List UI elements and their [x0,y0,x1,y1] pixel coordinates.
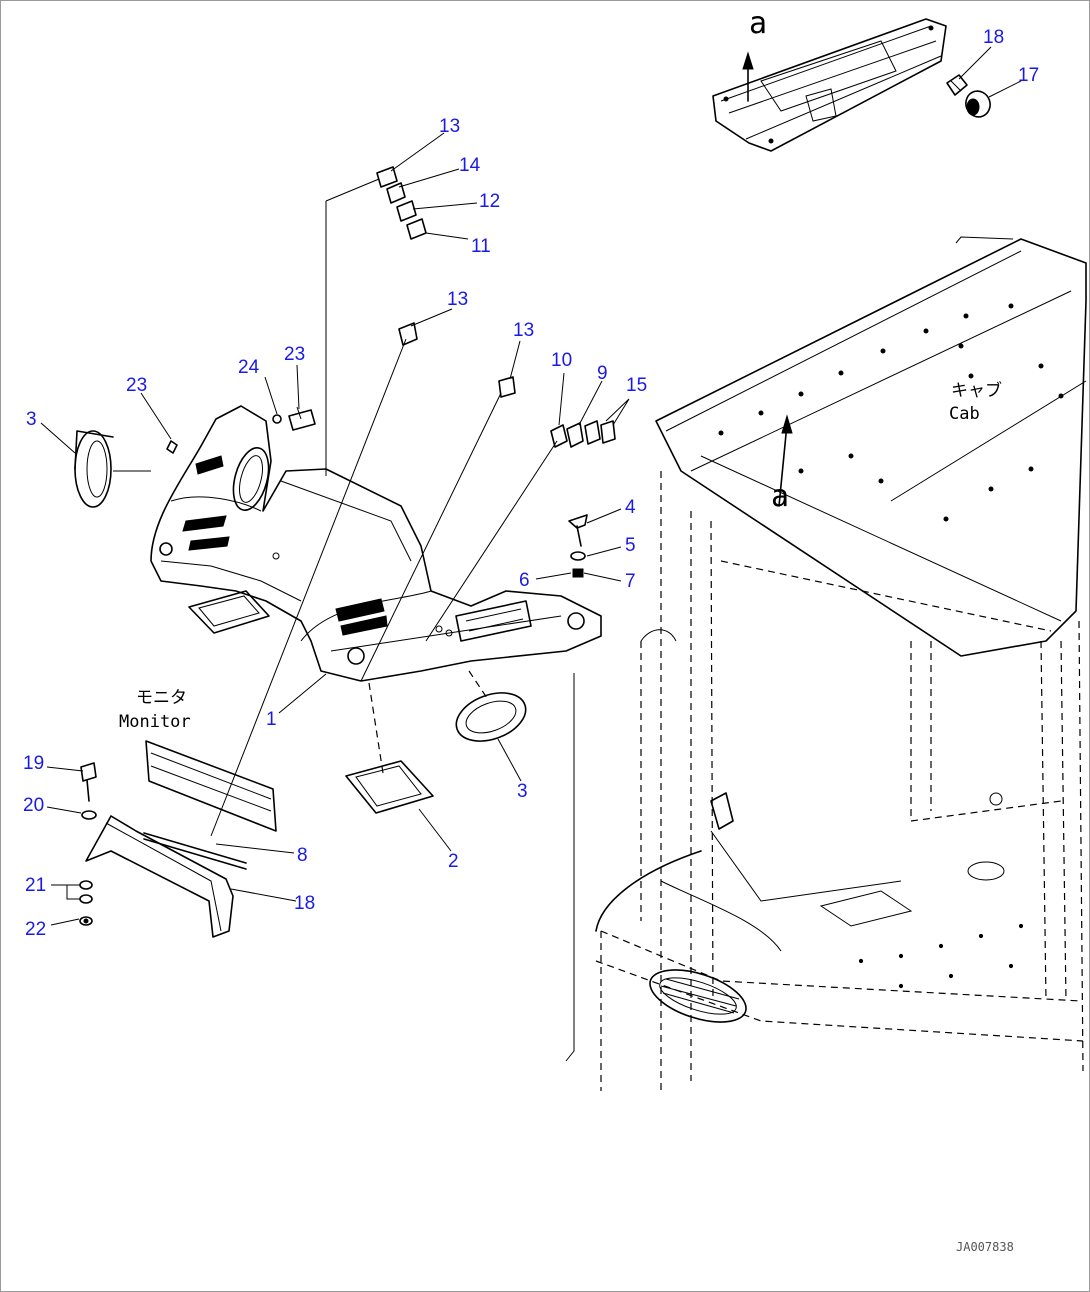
callout-9: 9 [597,363,608,384]
callout-4: 4 [625,497,636,518]
callout-10: 10 [551,350,572,371]
callout-13-top: 13 [439,116,460,137]
cab-structure [595,236,1087,1091]
view-a-top-label: a [749,6,767,41]
view-a-cab-label: a [771,479,789,514]
callout-12: 12 [479,191,500,212]
cab-label-jp: キャブ [951,380,1002,401]
callout-8: 8 [297,845,308,866]
callout-13-right: 13 [513,320,534,341]
callout-1: 1 [266,709,277,730]
callout-21: 21 [25,875,46,896]
callout-2: 2 [448,851,459,872]
callout-24: 24 [238,357,260,378]
leader-lines [40,46,1022,1062]
text-annotations: キャブ Cab モニタ Monitor a a JA007838 [119,6,1014,1254]
monitor-label-en: Monitor [119,712,191,732]
callout-6: 6 [519,570,530,591]
callout-20: 20 [23,795,44,816]
callout-13-mid: 13 [447,289,468,310]
air-filter-pads [188,590,434,814]
callout-22: 22 [25,919,46,940]
monitor-label-jp: モニタ [136,688,187,708]
callout-23-left: 23 [126,375,147,396]
callout-7: 7 [625,571,636,592]
callout-15: 15 [626,375,647,396]
callout-18-bottom: 18 [294,893,315,914]
dashboard-panel [150,405,602,682]
callout-3-right: 3 [517,781,528,802]
callout-23-right: 23 [284,344,305,365]
document-id: JA007838 [956,1240,1014,1254]
callout-11: 11 [471,236,491,257]
callout-3-left: 3 [26,409,37,430]
cab-label-en: Cab [949,404,980,424]
callout-5: 5 [625,535,636,556]
duct-rings [74,430,527,742]
callout-18-top: 18 [983,27,1004,48]
callout-19: 19 [23,753,44,774]
meter-panel-view-a [712,18,991,152]
callout-14: 14 [459,155,481,176]
callout-numbers: 1 2 3 3 4 5 6 7 8 9 10 11 12 13 13 13 14… [23,27,1039,940]
callout-17: 17 [1018,65,1039,86]
monitor-bracket [79,740,277,938]
switch-parts [166,166,616,578]
